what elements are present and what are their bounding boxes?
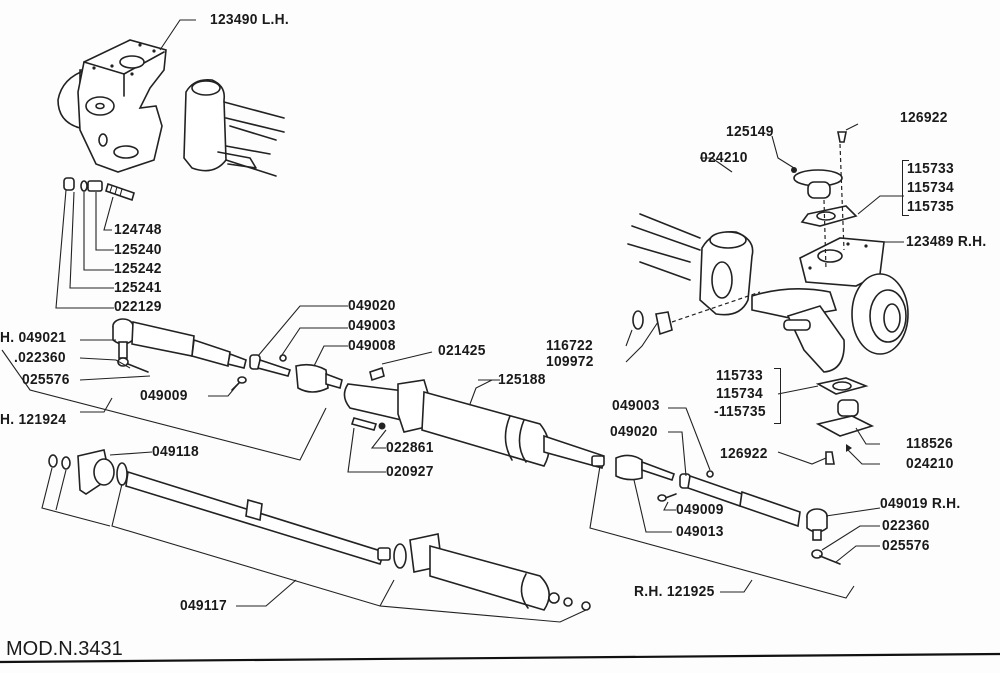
- label-ball-joint-lower: 118526: [906, 435, 953, 452]
- upper-ball-joint: [791, 131, 858, 271]
- label-castle-nut-rh: 022360: [882, 517, 930, 534]
- label-shim-upper-1: 115733: [907, 160, 954, 177]
- leader-lines-stack: [55, 189, 114, 309]
- label-bolt: 124748: [114, 221, 162, 238]
- cylinder-125188: [343, 366, 605, 470]
- label-bush: 125240: [114, 241, 162, 258]
- label-knuckle-lh: 123490 L.H.: [210, 11, 289, 28]
- label-castle-nut-lh: .022360: [14, 349, 66, 366]
- label-clamp-bolt-lh: 049009: [140, 387, 188, 404]
- label-clamp-bolt-rh: 049009: [676, 501, 724, 518]
- label-clamp-nut-rh: 049003: [612, 397, 660, 414]
- label-cylinder: 125188: [498, 371, 546, 388]
- label-screw-lower: 126922: [720, 445, 768, 462]
- label-clamp-rh: 049020: [610, 423, 658, 440]
- leader-lines-rh-tie-rod: [589, 407, 881, 599]
- axle-beam-rh: [627, 213, 754, 316]
- label-tie-rod-end-lh: H. 049021: [0, 329, 67, 346]
- label-mount-screw: 020927: [386, 463, 434, 480]
- label-tie-rod-lh: H. 121924: [0, 411, 67, 428]
- label-shim-lower-2: 115734: [716, 385, 763, 402]
- label-piston-rod: 049117: [180, 597, 227, 614]
- label-clamp-lh: 049020: [348, 297, 396, 314]
- tie-rod-lh: [112, 318, 343, 393]
- leader-lines-rh: [625, 123, 904, 465]
- label-clamp-nut-lh: 049003: [348, 317, 396, 334]
- label-ball-joint-inner-rh: 049013: [676, 523, 724, 540]
- label-nut: 022129: [114, 298, 162, 315]
- axle-beam-lh: [183, 78, 285, 177]
- bracket-shims-lower: [774, 368, 781, 424]
- lower-ball-joint: [815, 377, 875, 465]
- knuckle-lh: [57, 39, 167, 173]
- bracket-shims-upper: [902, 160, 909, 216]
- label-shim-lower-1: 115733: [716, 367, 763, 384]
- label-cotter-pin-lh: 025576: [22, 371, 70, 388]
- tie-rod-rh: [615, 454, 841, 565]
- seal-and-bushing: [632, 291, 761, 336]
- shaft-049117: [48, 449, 591, 611]
- label-knuckle-rh: 123489 R.H.: [906, 233, 987, 250]
- bolt-assembly-lh: [63, 177, 135, 202]
- label-washer-a: 125242: [114, 260, 162, 277]
- label-tie-rod-end-rh: 049019 R.H.: [880, 495, 961, 512]
- label-shim-upper-2: 115734: [907, 179, 954, 196]
- leader-lines-lh: [1, 305, 433, 461]
- knuckle-rh: [751, 237, 909, 373]
- label-ball-joint-inner-lh: 049008: [348, 337, 396, 354]
- bottom-rule: [0, 652, 1000, 664]
- label-seal-ring: 116722: [546, 337, 593, 354]
- model-number: MOD.N.3431: [6, 638, 123, 660]
- leader-lines-shaft: [41, 451, 587, 623]
- label-nut-lower: 024210: [906, 455, 954, 472]
- leader-line-knuckle-lh: [159, 19, 196, 51]
- label-cotter-pin-rh: 025576: [882, 537, 930, 554]
- label-nut-upper: 024210: [700, 149, 748, 166]
- label-ball-joint-upper: 125149: [726, 123, 774, 140]
- leader-lines-cylinder: [347, 379, 493, 473]
- label-shim-upper-3: 115735: [907, 198, 954, 215]
- label-tie-rod-rh: R.H. 121925: [634, 583, 715, 600]
- label-washer-b: 125241: [114, 279, 162, 296]
- label-seal-kit: 049118: [152, 443, 199, 460]
- label-screw-upper: 126922: [900, 109, 948, 126]
- label-mount-washer: 022861: [386, 439, 434, 456]
- label-shim-lower-3: -115735: [714, 403, 766, 420]
- label-bushing: 109972: [546, 353, 594, 370]
- label-mount-bolt: 021425: [438, 342, 486, 359]
